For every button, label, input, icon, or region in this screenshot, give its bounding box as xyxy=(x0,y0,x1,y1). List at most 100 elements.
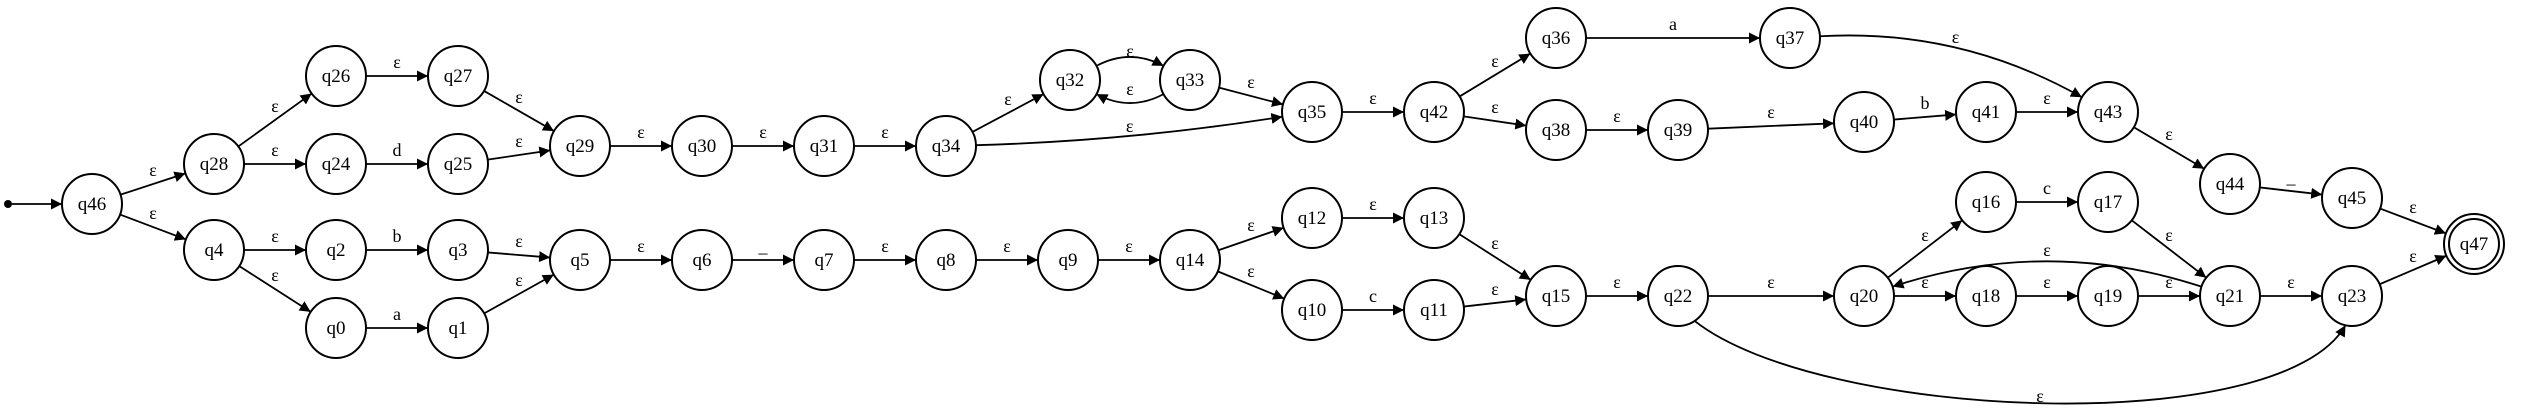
transition-q9-q14: ε xyxy=(1098,236,1160,266)
transition-label: ε xyxy=(515,270,523,290)
state-q12: q12 xyxy=(1281,187,1343,249)
transition-label: ε xyxy=(881,236,889,256)
state-label: q38 xyxy=(1542,120,1571,141)
transition-label: ε xyxy=(1126,116,1134,136)
transition-label: ε xyxy=(271,226,279,246)
state-q14: q14 xyxy=(1159,229,1221,291)
state-q40: q40 xyxy=(1833,91,1895,153)
state-label: q26 xyxy=(322,66,351,87)
transition-q21-q20: ε xyxy=(1892,240,2202,289)
state-q28: q28 xyxy=(183,133,245,195)
transition-q18-q19: ε xyxy=(2016,272,2078,302)
transition-q22-q20: ε xyxy=(1708,272,1834,302)
state-q31: q31 xyxy=(793,115,855,177)
state-q8: q8 xyxy=(915,229,977,291)
transition-q31-q34: ε xyxy=(854,122,916,152)
transition-q32-q33: ε xyxy=(1096,41,1164,67)
state-label: q3 xyxy=(449,240,468,261)
transition-q42-q36: ε xyxy=(1459,51,1531,98)
transition-q33-q32: ε xyxy=(1096,79,1164,105)
state-q36: q36 xyxy=(1525,7,1587,69)
transition-label: ε xyxy=(1247,215,1255,235)
transition-label: ε xyxy=(637,122,645,142)
state-label: q29 xyxy=(566,136,595,157)
transition-label: ε xyxy=(759,122,767,142)
transition-q12-q13: ε xyxy=(1342,194,1404,224)
state-q23: q23 xyxy=(2321,265,2383,327)
state-label: q46 xyxy=(78,194,107,215)
state-label: q36 xyxy=(1542,28,1571,49)
transition-label: ε xyxy=(1004,89,1012,109)
transition-q11-q15: ε xyxy=(1463,279,1527,308)
state-q17: q17 xyxy=(2077,171,2139,233)
state-q2: q2 xyxy=(305,219,367,281)
transition-q30-q31: ε xyxy=(732,122,794,152)
transition-q28-q26: ε xyxy=(237,92,313,148)
state-label: q45 xyxy=(2338,188,2367,209)
transition-q25-q29: ε xyxy=(487,131,551,161)
state-label: q22 xyxy=(1664,286,1693,307)
transition-q2-q3: b xyxy=(366,226,428,256)
transition-label: ε xyxy=(149,203,157,223)
state-q37: q37 xyxy=(1759,7,1821,69)
transition-q14-q10: ε xyxy=(1217,261,1285,300)
state-label: q8 xyxy=(937,250,956,271)
state-q42: q42 xyxy=(1403,81,1465,143)
transition-label: ε xyxy=(1126,41,1134,61)
transition-label: _ xyxy=(2286,167,2297,187)
transition-q38-q39: ε xyxy=(1586,106,1648,136)
state-label: q27 xyxy=(444,66,473,87)
transition-q16-q17: c xyxy=(2016,178,2078,208)
state-label: q0 xyxy=(327,318,346,339)
transition-q6-q7: _ xyxy=(732,236,794,266)
state-label: q24 xyxy=(322,154,351,175)
transition-q17-q21: ε xyxy=(2131,219,2207,279)
transition-q34-q32: ε xyxy=(972,89,1044,133)
transition-q29-q30: ε xyxy=(610,122,672,152)
state-label: q20 xyxy=(1850,286,1879,307)
transition-label: ε xyxy=(1921,272,1929,292)
state-q15: q15 xyxy=(1525,265,1587,327)
transition-label: a xyxy=(393,304,401,324)
state-q13: q13 xyxy=(1403,187,1465,249)
state-label: q23 xyxy=(2338,286,2367,307)
state-label: q40 xyxy=(1850,112,1879,133)
state-q1: q1 xyxy=(427,297,489,359)
transition-label: ε xyxy=(393,52,401,72)
transition-q33-q35: ε xyxy=(1218,72,1284,107)
state-label: q17 xyxy=(2094,192,2123,213)
state-label: q1 xyxy=(449,318,468,339)
transition-q34-q35: ε xyxy=(975,113,1283,147)
state-label: q32 xyxy=(1056,70,1085,91)
transition-label: ε xyxy=(1003,236,1011,256)
transition-label: ε xyxy=(2036,386,2044,406)
state-label: q5 xyxy=(571,250,590,271)
state-label: q43 xyxy=(2094,102,2123,123)
state-label: q25 xyxy=(444,154,473,175)
state-q4: q4 xyxy=(183,219,245,281)
transition-q46-q4: ε xyxy=(119,203,187,241)
transition-q35-q42: ε xyxy=(1342,88,1404,118)
state-q0: q0 xyxy=(305,297,367,359)
state-label: q21 xyxy=(2216,286,2245,307)
transition-label: ε xyxy=(1369,194,1377,214)
state-label: q41 xyxy=(1972,102,2001,123)
transition-label: ε xyxy=(1952,27,1960,47)
state-q10: q10 xyxy=(1281,279,1343,341)
state-q21: q21 xyxy=(2199,265,2261,327)
state-label: q30 xyxy=(688,136,717,157)
transition-q13-q15: ε xyxy=(1458,233,1532,281)
transition-label: ε xyxy=(1613,106,1621,126)
state-label: q34 xyxy=(932,136,961,157)
state-label: q44 xyxy=(2216,174,2245,195)
transition-label: ε xyxy=(2165,225,2173,245)
state-q5: q5 xyxy=(549,229,611,291)
state-q22: q22 xyxy=(1647,265,1709,327)
state-label: q39 xyxy=(1664,120,1693,141)
state-q39: q39 xyxy=(1647,99,1709,161)
state-q41: q41 xyxy=(1955,81,2017,143)
transition-q5-q6: ε xyxy=(610,236,672,266)
state-q11: q11 xyxy=(1403,279,1465,341)
state-label: q11 xyxy=(1420,300,1448,321)
